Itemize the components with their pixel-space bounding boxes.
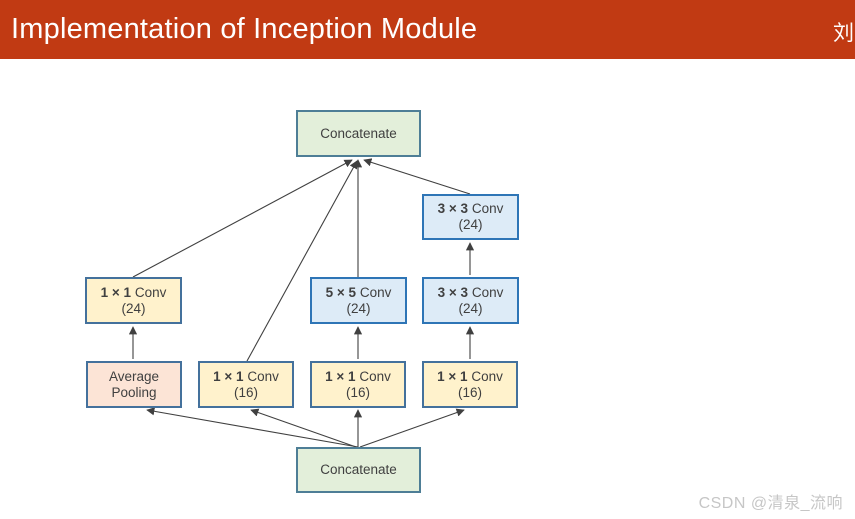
node-channels: (24)	[346, 300, 371, 316]
author-name-text: 刘	[833, 22, 854, 45]
node-label: 5 × 5 Conv	[325, 284, 392, 300]
node-average-pooling: Average Pooling	[86, 361, 182, 408]
node-label: 1 × 1 Conv	[100, 284, 167, 300]
node-concatenate-top: Concatenate	[296, 110, 421, 157]
slide-title: Implementation of Inception Module	[11, 13, 478, 45]
slide-title-bar: Implementation of Inception Module 刘	[0, 0, 855, 59]
node-channels: (24)	[458, 217, 483, 232]
node-label: 3 × 3 Conv	[437, 201, 504, 216]
node-label: Average Pooling	[108, 368, 160, 400]
node-label: 1 × 1 Conv	[437, 368, 503, 384]
node-label: 3 × 3 Conv	[437, 284, 504, 300]
node-conv-1x1-16-right: 1 × 1 Conv (16)	[422, 361, 518, 408]
node-label: Concatenate	[320, 125, 397, 141]
node-conv-1x1-16-mid: 1 × 1 Conv (16)	[310, 361, 406, 408]
node-label: 1 × 1 Conv	[213, 368, 279, 384]
node-concatenate-bottom: Concatenate	[296, 447, 421, 493]
node-label: Concatenate	[320, 462, 397, 477]
node-channels: (24)	[121, 300, 146, 316]
node-conv-3x3-output: 3 × 3 Conv (24)	[422, 194, 519, 240]
node-conv-3x3-mid: 3 × 3 Conv (24)	[422, 277, 519, 324]
node-channels: (24)	[458, 300, 483, 316]
node-conv-5x5: 5 × 5 Conv (24)	[310, 277, 407, 324]
node-conv-1x1-24: 1 × 1 Conv (24)	[85, 277, 182, 324]
node-channels: (16)	[345, 384, 370, 400]
node-conv-1x1-16-left: 1 × 1 Conv (16)	[198, 361, 294, 408]
csdn-watermark: CSDN @清泉_流响	[698, 495, 843, 512]
node-label: 1 × 1 Conv	[325, 368, 391, 384]
node-channels: (16)	[233, 384, 258, 400]
node-channels: (16)	[457, 384, 482, 400]
